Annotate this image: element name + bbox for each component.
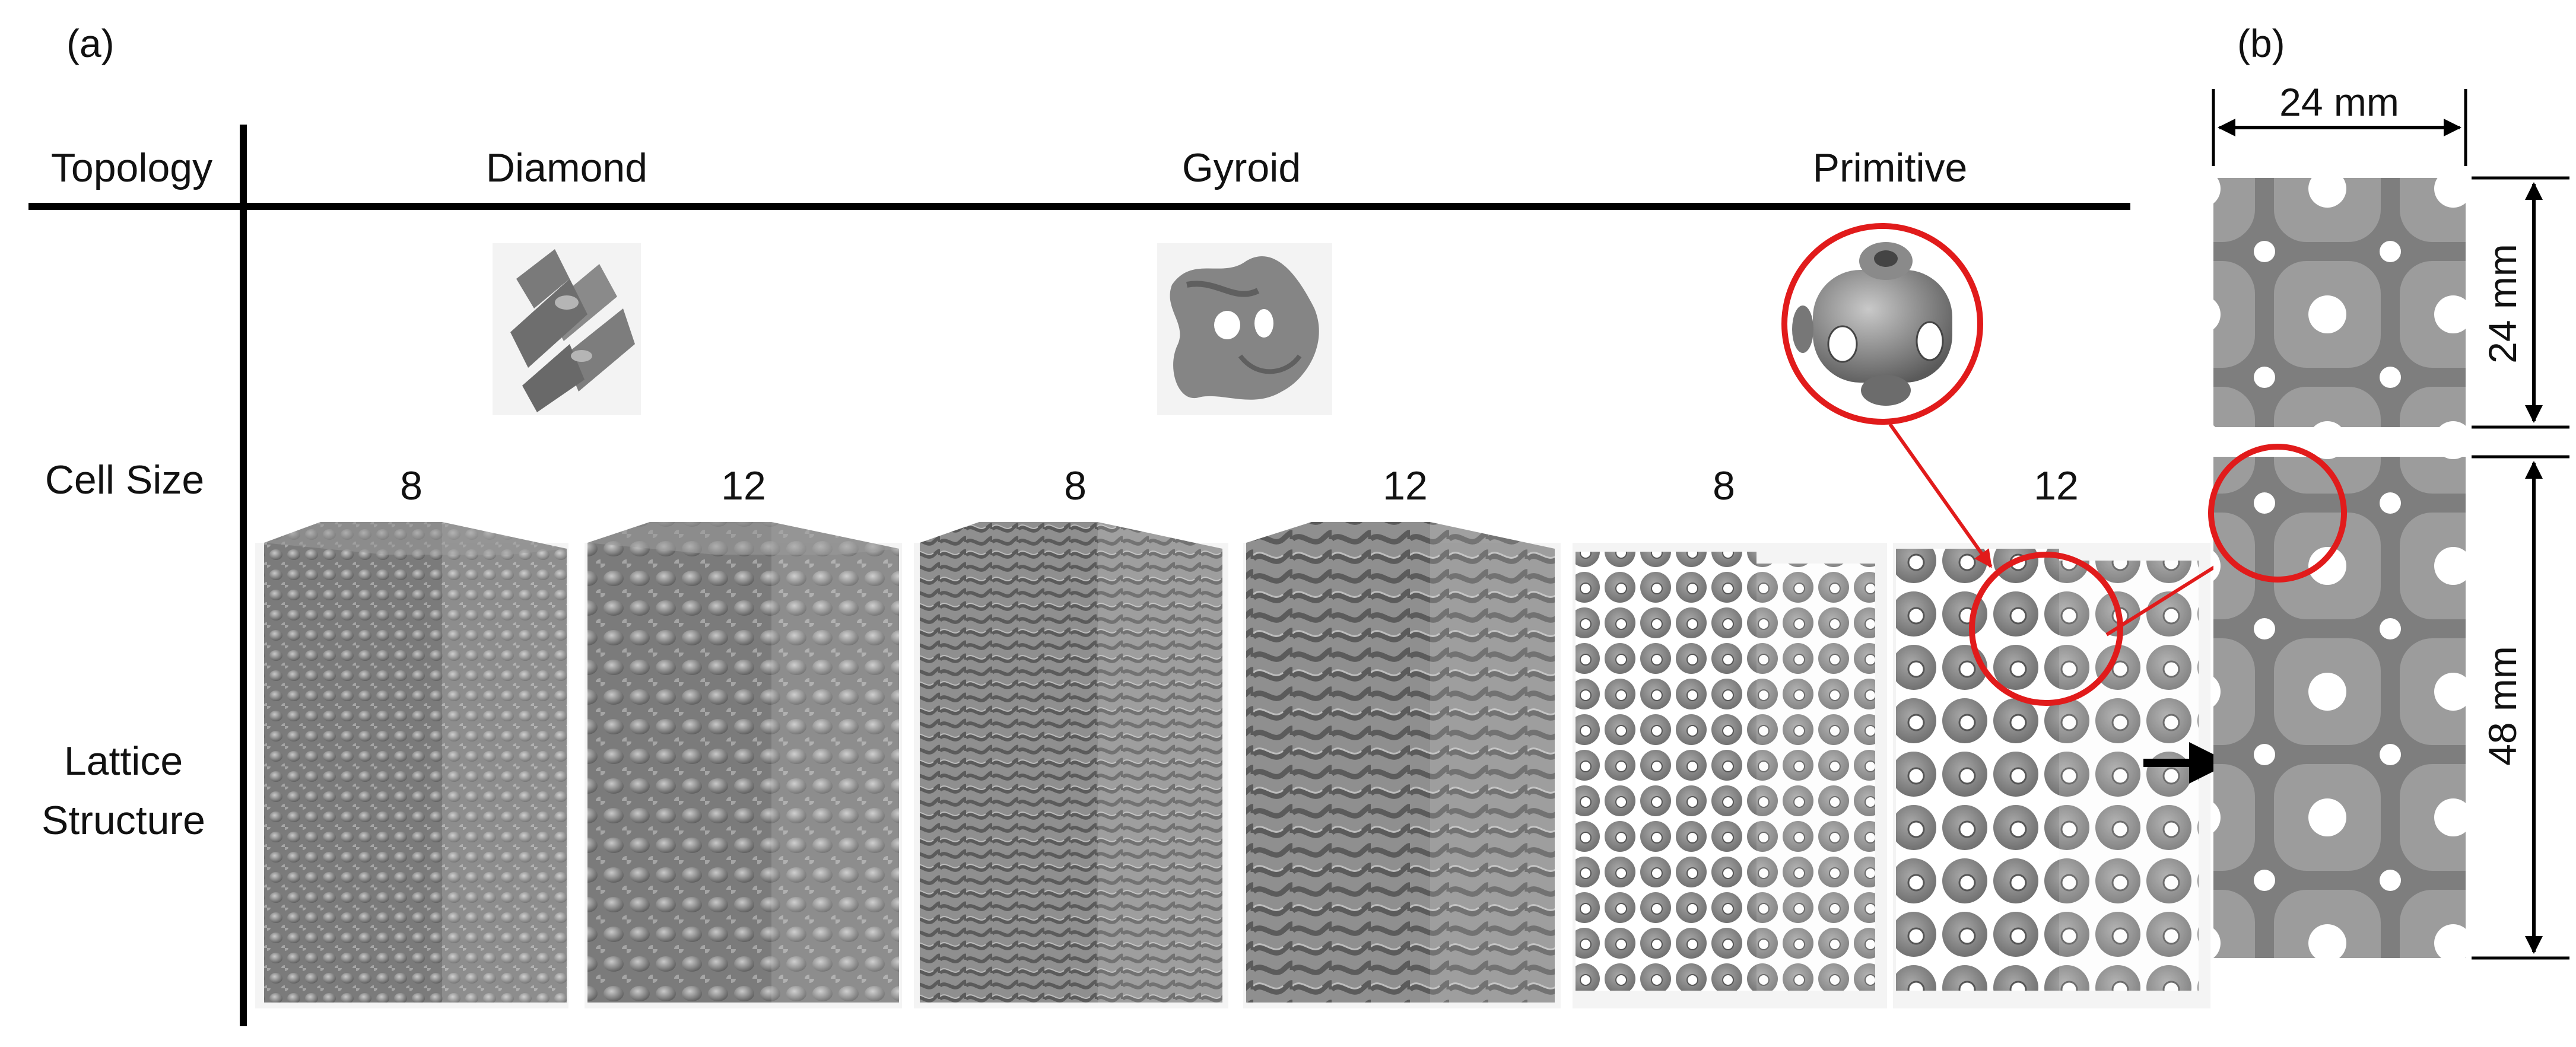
row-label-cell-size: Cell Size: [45, 457, 204, 502]
arrow-lattice-to-detail: [2105, 553, 2236, 637]
topology-header-diamond: Diamond: [486, 145, 647, 190]
dimension-bottom-height-label: 48 mm: [2480, 646, 2524, 766]
lattice-gyroid-8: [914, 522, 1228, 1008]
dimension-bottom-height: [2472, 455, 2569, 960]
arrow-unit-cell-to-lattice: [1888, 423, 1993, 568]
topology-header-gyroid: Gyroid: [1182, 145, 1301, 190]
row-label-topology: Topology: [51, 145, 212, 190]
lattice-diamond-8: [255, 522, 568, 1008]
cell-size-gyroid-8: 8: [1064, 463, 1087, 508]
lattice-primitive-8: [1573, 543, 1887, 1008]
cell-size-gyroid-12: 12: [1383, 463, 1428, 508]
panel-label-b: (b): [2237, 21, 2285, 65]
highlight-circle-face: [2208, 444, 2347, 583]
unit-cell-primitive: [1781, 223, 1983, 425]
topology-header-primitive: Primitive: [1813, 145, 1968, 190]
dimension-width-label: 24 mm: [2279, 80, 2399, 124]
highlight-circle-lattice: [1969, 552, 2123, 706]
dimension-width: [2212, 89, 2467, 166]
unit-cell-diamond: [493, 243, 641, 415]
cell-size-primitive-8: 8: [1713, 463, 1735, 508]
lattice-diamond-12: [585, 522, 902, 1008]
cell-size-primitive-12: 12: [2034, 463, 2079, 508]
dimension-top-height: [2472, 176, 2569, 429]
face-view-top: [2213, 178, 2466, 427]
dimension-top-height-label: 24 mm: [2480, 244, 2524, 364]
panel-label-a: (a): [66, 21, 115, 65]
cell-size-diamond-12: 12: [721, 463, 766, 508]
row-label-lattice: Lattice: [64, 739, 183, 784]
lattice-primitive-12: [1893, 543, 2210, 1008]
unit-cell-gyroid: [1157, 243, 1332, 415]
cell-size-diamond-8: 8: [400, 463, 423, 508]
face-view-bottom: [2208, 444, 2466, 958]
lattice-gyroid-12: [1243, 522, 1561, 1008]
row-label-structure: Structure: [42, 798, 205, 843]
